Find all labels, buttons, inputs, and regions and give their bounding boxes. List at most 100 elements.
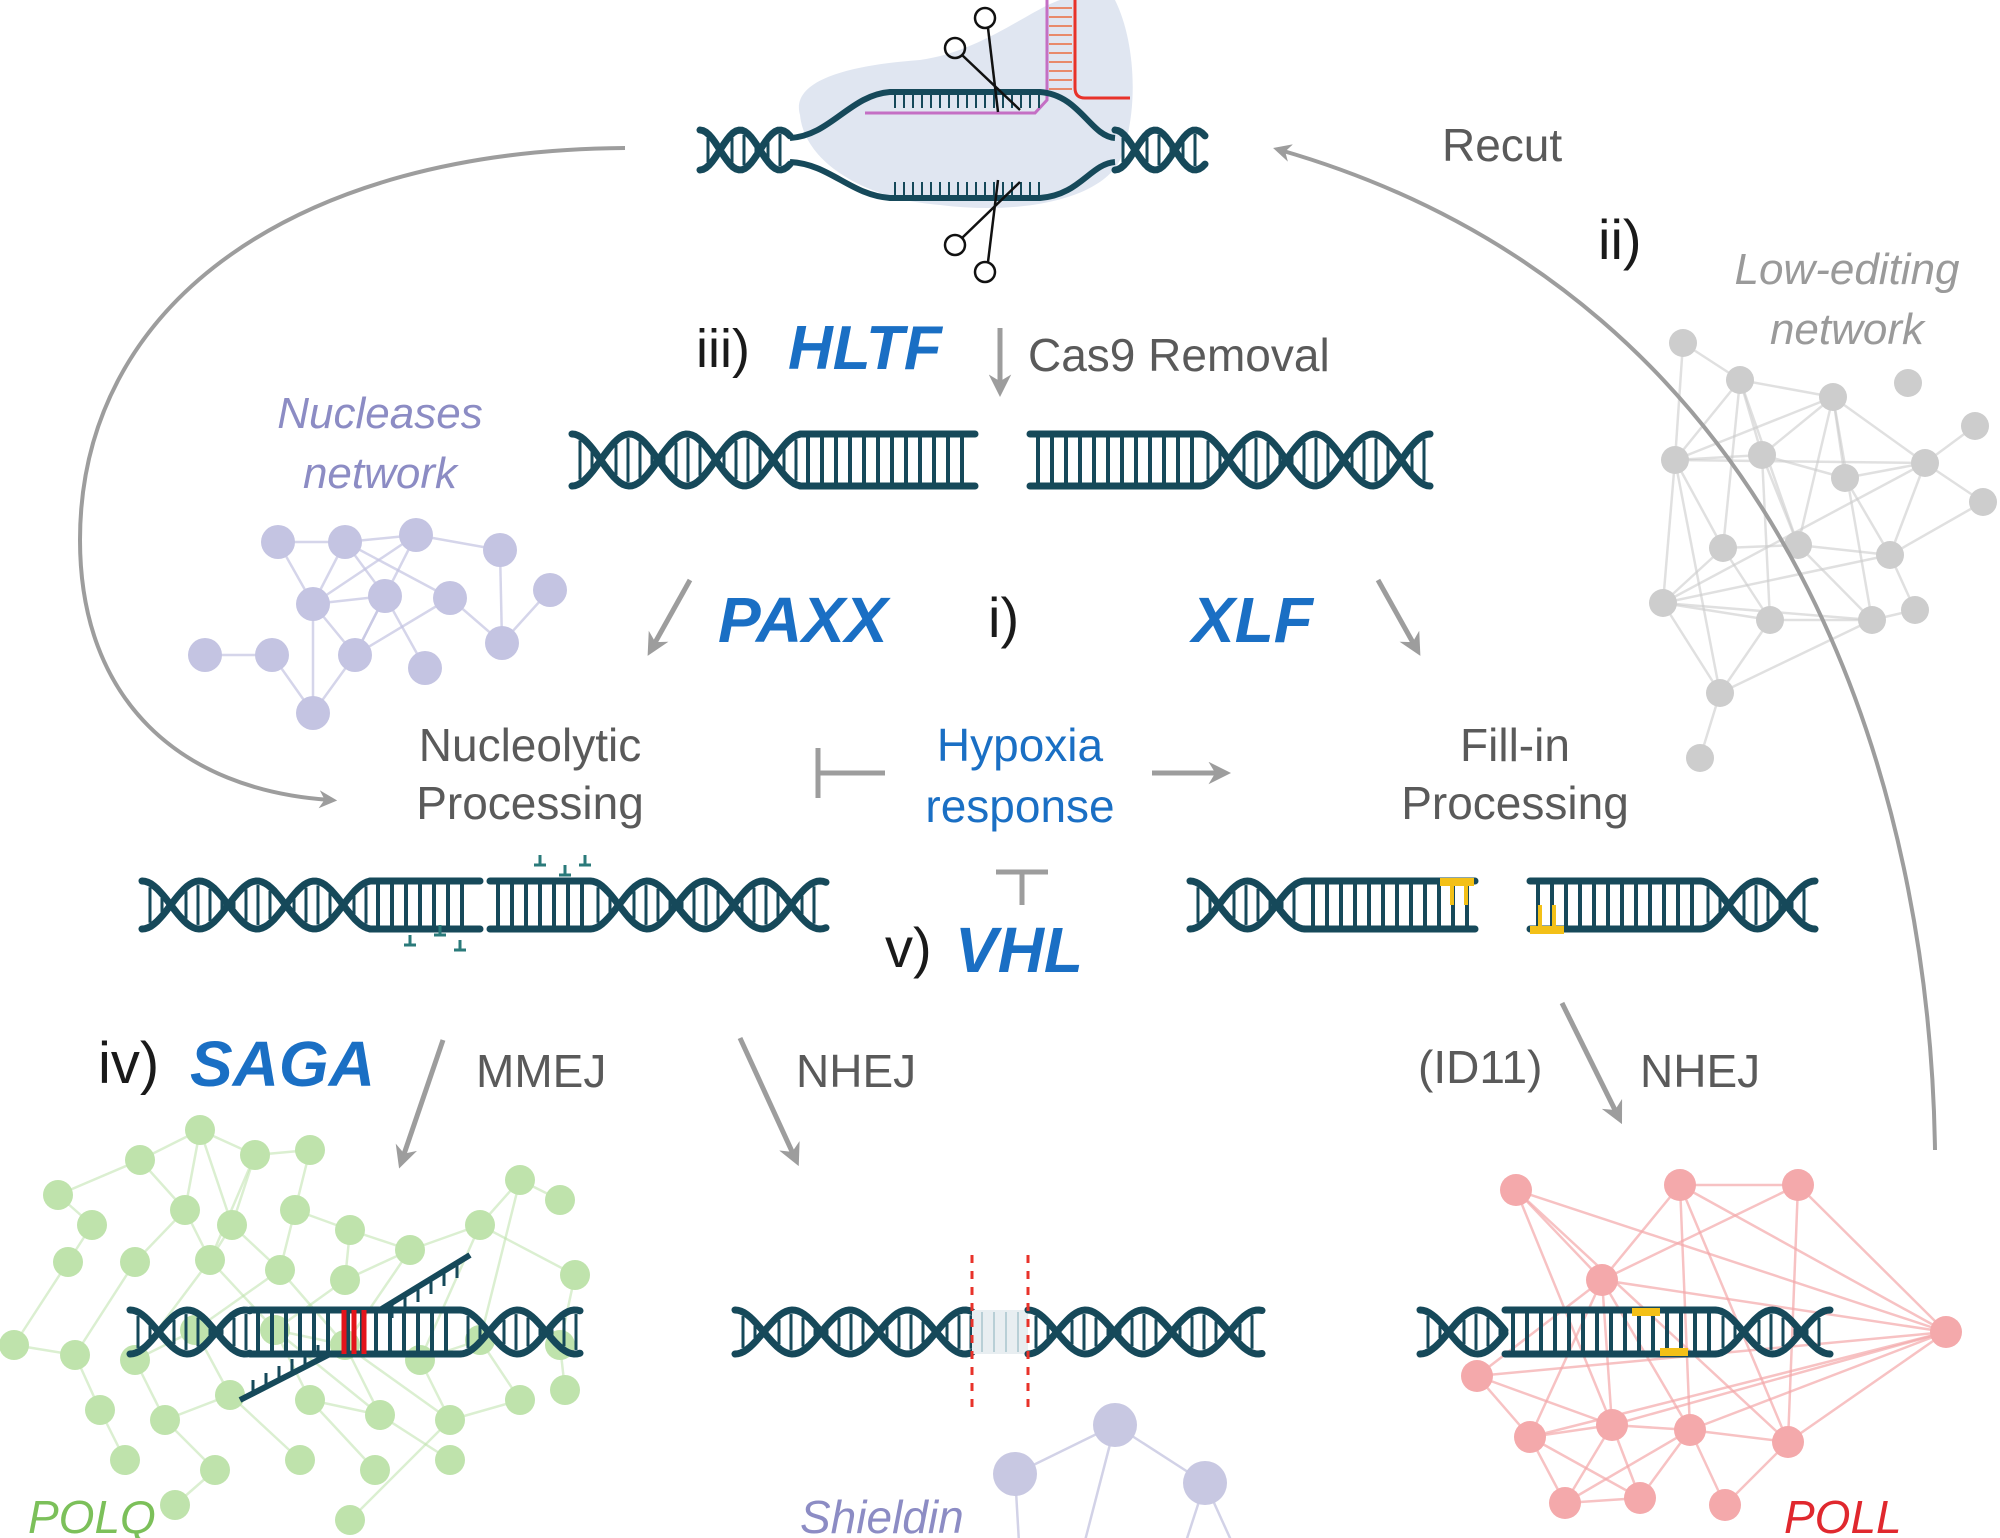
dna-strand	[696, 126, 794, 174]
network-node	[53, 1247, 83, 1277]
network-edge	[312, 533, 417, 606]
hypoxia-response-label-line1: Hypoxia	[936, 719, 1104, 771]
dna-strand	[456, 1306, 584, 1358]
dna-strand	[1416, 1306, 1509, 1358]
hltf-gene-label: HLTF	[788, 314, 942, 383]
nhej-product-dna	[731, 1255, 1266, 1410]
network-node	[200, 1455, 230, 1485]
dna-strand	[789, 159, 1116, 201]
dna-strand	[126, 1306, 254, 1358]
network-edge	[349, 1419, 451, 1521]
network-node	[1674, 1414, 1706, 1446]
network-node	[240, 1140, 270, 1170]
nucleolytic-processing-label-line1: Nucleolytic	[418, 719, 642, 771]
dna-strand	[1416, 1306, 1509, 1358]
network-node	[296, 587, 330, 621]
network-edge	[354, 596, 451, 657]
network-node	[255, 638, 289, 672]
dna-strand	[731, 1306, 976, 1358]
network-edge	[1718, 619, 1772, 694]
nhej-middle-arrow	[737, 1036, 800, 1167]
network-node	[1858, 606, 1886, 634]
dna-strand	[586, 877, 830, 933]
network-edge	[12, 1261, 70, 1346]
network-node	[330, 1265, 360, 1295]
network-edge	[1673, 459, 1725, 549]
cas9-removal-label: Cas9 Removal	[1028, 329, 1330, 381]
dna-strand	[138, 877, 374, 933]
network-edge	[1515, 1189, 1603, 1281]
network-node	[1911, 449, 1939, 477]
network-edge	[1888, 462, 1927, 556]
network-node	[433, 581, 467, 615]
network-edge	[1674, 395, 1834, 462]
poll-network-label: POLL	[1784, 1491, 1902, 1538]
network-edge	[1797, 1184, 1947, 1333]
network-edge	[1689, 1330, 1947, 1432]
dna-strand	[586, 877, 830, 933]
network-node	[335, 1505, 365, 1535]
network-edge	[198, 1129, 234, 1226]
network-edge	[1564, 1428, 1691, 1505]
dna-strand	[138, 877, 374, 933]
network-edge	[1611, 1330, 1947, 1427]
free-nucleotide	[559, 865, 571, 877]
network-node	[485, 626, 519, 660]
network-node	[435, 1445, 465, 1475]
network-node	[1961, 412, 1989, 440]
dna-strand	[1111, 126, 1209, 174]
network-node	[1784, 531, 1812, 559]
fillin-processing-label-line1: Fill-in	[1460, 719, 1570, 771]
free-nucleotide	[454, 940, 466, 952]
step-iii-label: iii)	[696, 319, 750, 379]
network-node	[1748, 441, 1776, 469]
network-node	[1876, 541, 1904, 569]
network-edge	[1761, 453, 1846, 480]
network-node	[1093, 1403, 1137, 1447]
network-node	[1624, 1482, 1656, 1514]
network-node	[505, 1385, 535, 1415]
fill-in-nucleotides	[1440, 878, 1474, 886]
network-edge	[1515, 1188, 1947, 1334]
network-edge	[1679, 1183, 1947, 1334]
network-node	[295, 1135, 325, 1165]
paxx-gene-label: PAXX	[718, 584, 888, 656]
poll-network	[1461, 1169, 1962, 1521]
nucleases-network	[188, 518, 567, 730]
network-node	[365, 1400, 395, 1430]
dna-strand	[1024, 1306, 1266, 1358]
network-node	[368, 579, 402, 613]
free-nucleotide	[434, 925, 446, 937]
dna-strand	[456, 1306, 584, 1358]
network-edge	[1831, 396, 1874, 621]
low-editing-network	[1649, 329, 1997, 772]
network-node	[125, 1145, 155, 1175]
network-node	[120, 1247, 150, 1277]
mmej-label: MMEJ	[476, 1045, 607, 1097]
network-edge	[229, 1394, 301, 1461]
network-edge	[1673, 342, 1685, 461]
dna-strand	[1711, 1306, 1834, 1358]
network-node	[1586, 1264, 1618, 1296]
network-node	[1664, 1169, 1696, 1201]
network-edge	[1674, 379, 1741, 461]
network-node	[335, 1215, 365, 1245]
network-edge	[1673, 459, 1722, 694]
network-edge	[1786, 1184, 1800, 1443]
network-edge	[1674, 458, 1926, 465]
network-node	[399, 518, 433, 552]
network-edge	[1689, 1428, 1789, 1444]
network-edge	[1719, 618, 1873, 695]
shieldin-network-label: Shieldin	[800, 1491, 964, 1538]
network-edge	[1601, 1183, 1799, 1282]
network-node	[1894, 369, 1922, 397]
fill-in-nucleotides	[1632, 1308, 1660, 1316]
network-node	[483, 533, 517, 567]
network-node	[160, 1490, 190, 1520]
network-node	[1772, 1426, 1804, 1458]
dna-strand	[568, 430, 804, 490]
network-node	[185, 1115, 215, 1145]
xlf-gene-label: XLF	[1192, 584, 1313, 656]
network-edge	[309, 1399, 376, 1471]
network-edge	[1721, 547, 1772, 621]
